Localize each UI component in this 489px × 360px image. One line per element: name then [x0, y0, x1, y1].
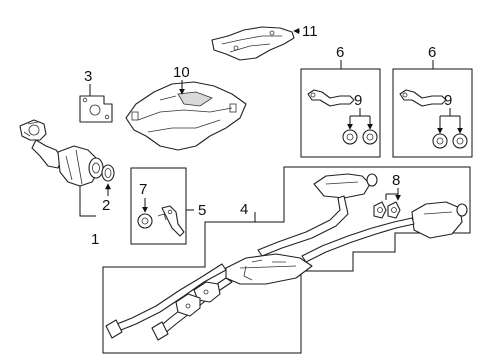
insulators-9b — [432, 133, 468, 149]
flange-gasket-3 — [79, 95, 113, 123]
callout-4: 4 — [240, 201, 248, 218]
callout-11: 11 — [302, 23, 318, 40]
callout-7: 7 — [139, 181, 147, 198]
leader-9b — [439, 108, 461, 130]
callout-3: 3 — [84, 68, 92, 85]
hanger-rod-6b — [399, 89, 447, 107]
heat-shield-upper — [211, 26, 295, 61]
callout-2: 2 — [102, 197, 110, 214]
ring-gasket-2 — [101, 164, 115, 182]
callout-10: 10 — [173, 64, 190, 81]
gaskets-8 — [373, 201, 401, 219]
callout-1: 1 — [91, 231, 99, 248]
callout-6a: 6 — [336, 44, 344, 61]
exhaust-system — [105, 173, 468, 341]
hanger-bracket-5 — [157, 205, 185, 237]
insulators-9a — [342, 129, 378, 145]
hanger-rod-6a — [307, 89, 355, 107]
callout-5: 5 — [198, 202, 206, 219]
leader-9a — [349, 108, 371, 128]
callout-9a: 9 — [354, 92, 362, 109]
leader-8 — [385, 188, 399, 200]
callout-6b: 6 — [428, 44, 436, 61]
insulator-7 — [137, 213, 153, 229]
hanger-box-5 — [130, 167, 187, 245]
catalytic-converter — [19, 119, 104, 187]
callout-9b: 9 — [444, 92, 452, 109]
heat-shield-main — [125, 81, 247, 151]
leader-1 — [79, 186, 96, 217]
callout-8: 8 — [392, 172, 400, 189]
